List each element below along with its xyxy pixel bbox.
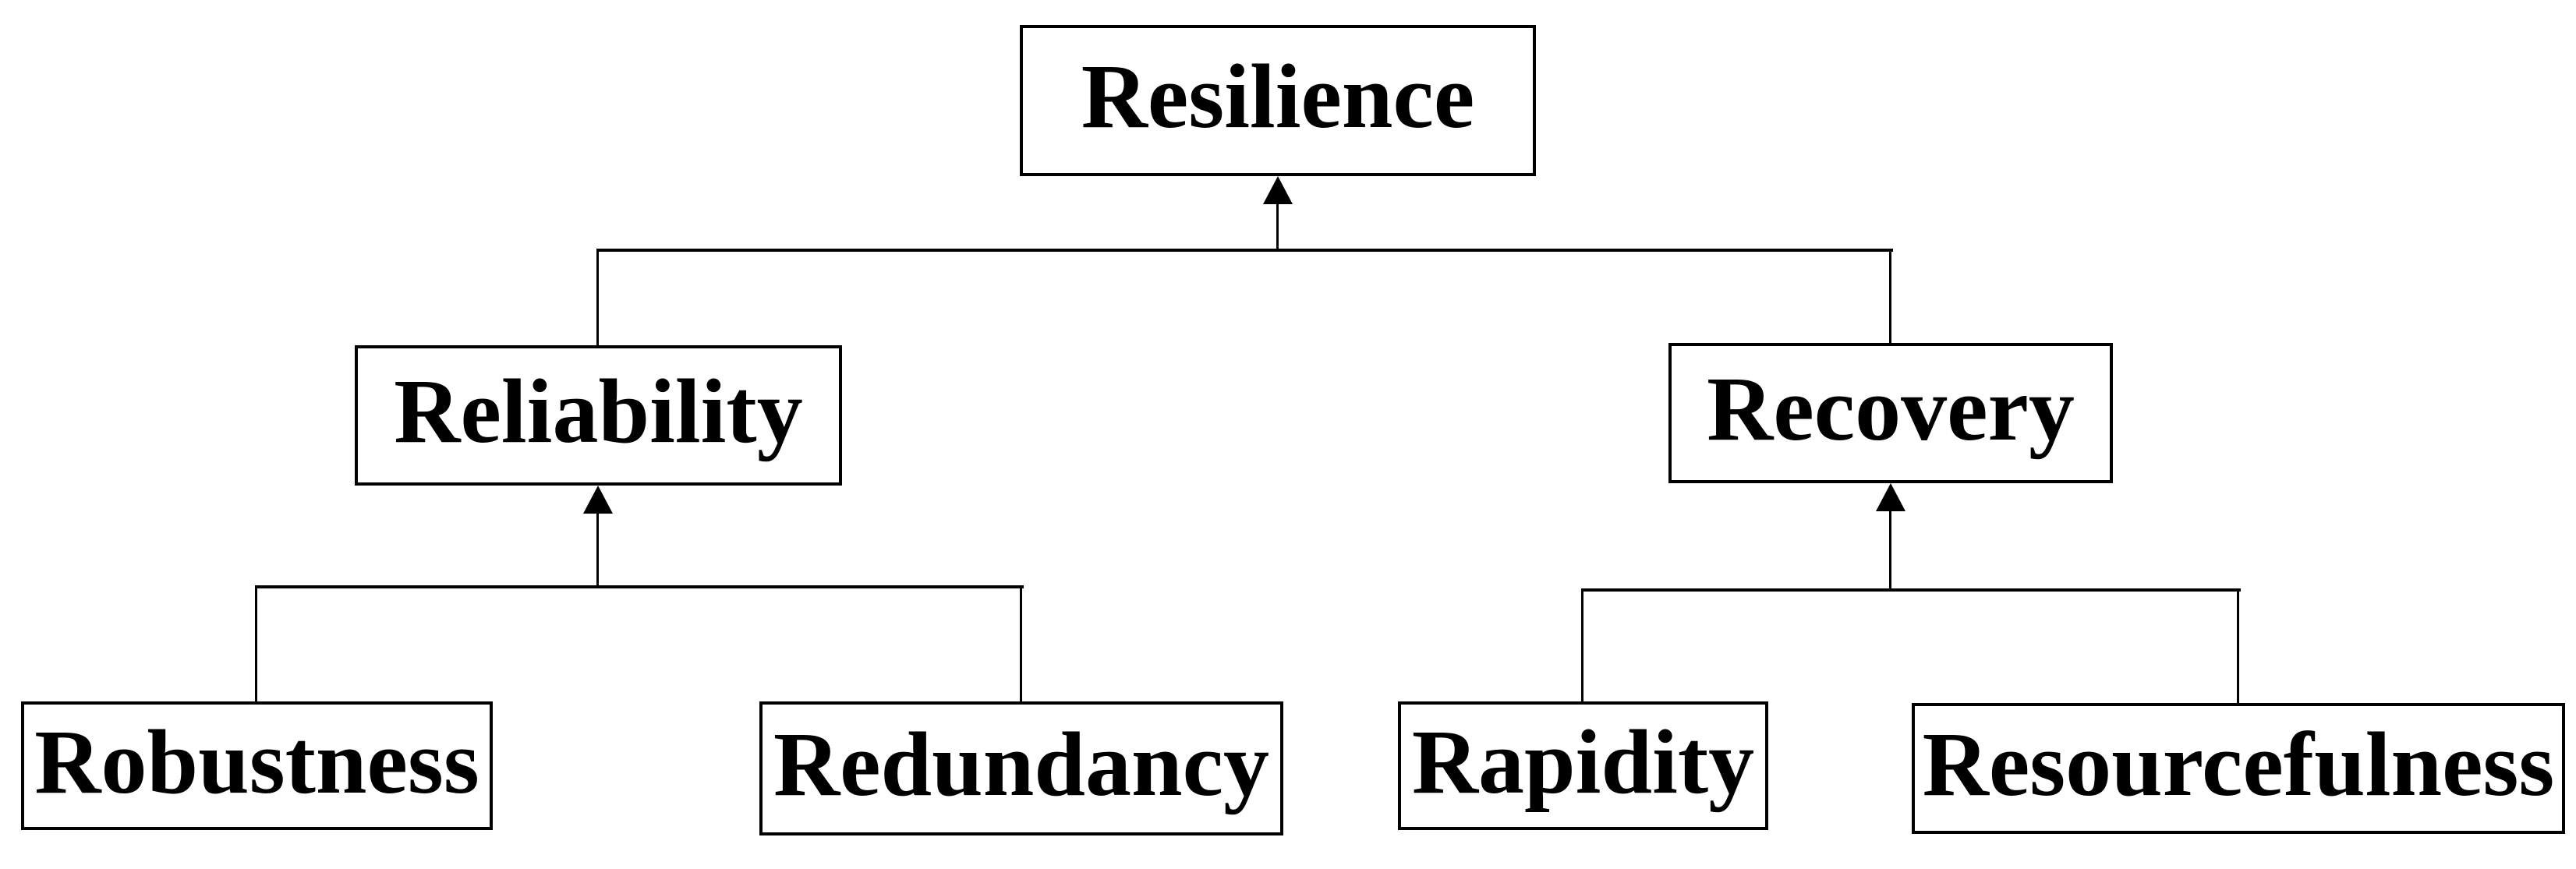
connector-level2-right-bus <box>1583 588 2241 592</box>
node-rapidity-label: Rapidity <box>1411 710 1755 813</box>
connector-level2-left-bus <box>257 585 1024 588</box>
node-robustness-label: Robustness <box>34 710 479 813</box>
node-recovery-label: Recovery <box>1707 358 2075 460</box>
node-reliability-label: Reliability <box>394 360 803 462</box>
arrow-stem-to-resilience <box>1276 201 1279 252</box>
node-rapidity: Rapidity <box>1398 701 1768 830</box>
arrow-up-icon <box>1263 176 1293 204</box>
connector-drop-to-redundancy <box>1020 585 1022 705</box>
node-resourcefulness-label: Resourcefulness <box>1922 713 2555 815</box>
arrow-stem-to-recovery <box>1889 508 1891 592</box>
node-resourcefulness: Resourcefulness <box>1912 703 2565 834</box>
arrow-up-icon <box>1876 483 1905 511</box>
node-reliability: Reliability <box>355 345 842 486</box>
connector-drop-to-resourcefulness <box>2237 588 2239 706</box>
connector-level1-bus <box>598 249 1893 252</box>
connector-drop-to-robustness <box>255 585 257 705</box>
connector-drop-to-rapidity <box>1581 588 1583 705</box>
node-recovery: Recovery <box>1668 343 2113 483</box>
connector-drop-to-reliability <box>596 249 599 348</box>
node-resilience: Resilience <box>1020 25 1536 176</box>
node-redundancy-label: Redundancy <box>773 713 1270 815</box>
node-robustness: Robustness <box>21 701 493 830</box>
node-redundancy: Redundancy <box>759 701 1283 835</box>
arrow-up-icon <box>583 486 613 514</box>
node-resilience-label: Resilience <box>1081 45 1475 147</box>
arrow-stem-to-reliability <box>596 510 599 588</box>
connector-drop-to-recovery <box>1889 249 1891 346</box>
